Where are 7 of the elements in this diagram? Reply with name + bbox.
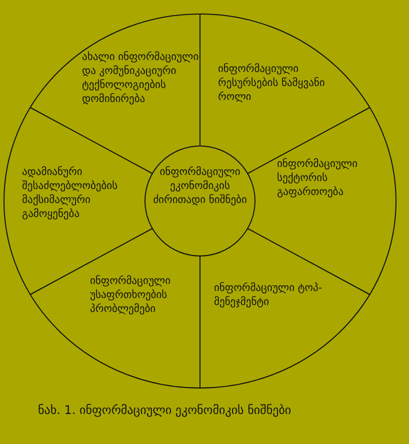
sector-text: ინფორმაციული უსაფრთხოების პრობლემები (90, 274, 190, 316)
sector-text: ინფორმაციული სექტორის გაფართოება (277, 157, 377, 199)
sector-text: ახალი ინფორმაციული და კომუნიკაციური ტექნოლოგიების დომინირება (82, 50, 200, 106)
sector-text: ადამიანური შესაძლებლობების მაქსიმალური გამოყენება (22, 165, 140, 221)
figure-caption: ნახ. 1. ინფორმაციული ეკონომიკის ნიშნები (38, 403, 292, 417)
sector-text: ინფორმაციული ტოპ-მენეჯმენტი (214, 281, 334, 309)
sector-text: ინფორმაციული რესურსების წამყვანი როლი (218, 62, 353, 104)
